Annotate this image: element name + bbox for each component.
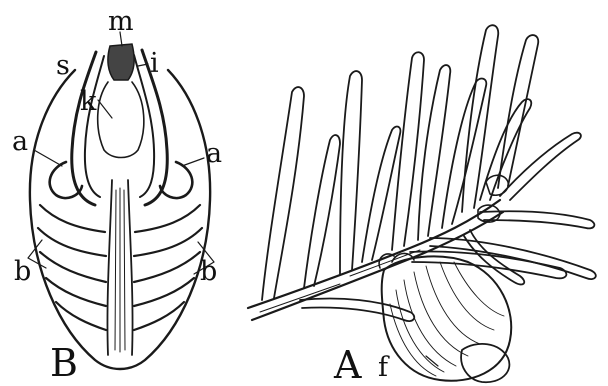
integument-left [72, 52, 96, 205]
label-b-left: b [14, 256, 31, 287]
aril-left [50, 162, 82, 198]
panel-b-letter: B [50, 341, 78, 385]
panel-b-drawing [28, 32, 214, 369]
label-i: i [150, 48, 159, 79]
micropyle [108, 44, 134, 80]
buds [478, 175, 508, 222]
label-b-right: b [200, 256, 217, 287]
label-s: s [56, 50, 70, 81]
scales-left [38, 205, 106, 330]
label-f: f [378, 352, 390, 383]
nucellus [98, 82, 144, 158]
label-k: k [80, 86, 97, 117]
scales-right [134, 205, 202, 330]
seed-tip [461, 344, 509, 382]
label-m: m [108, 6, 134, 37]
label-a-right: a [206, 138, 222, 169]
fruit-hatching [390, 262, 504, 376]
panel-a-drawing [248, 25, 596, 382]
panel-a-letter: A [333, 343, 362, 386]
label-a-left: a [12, 126, 28, 157]
